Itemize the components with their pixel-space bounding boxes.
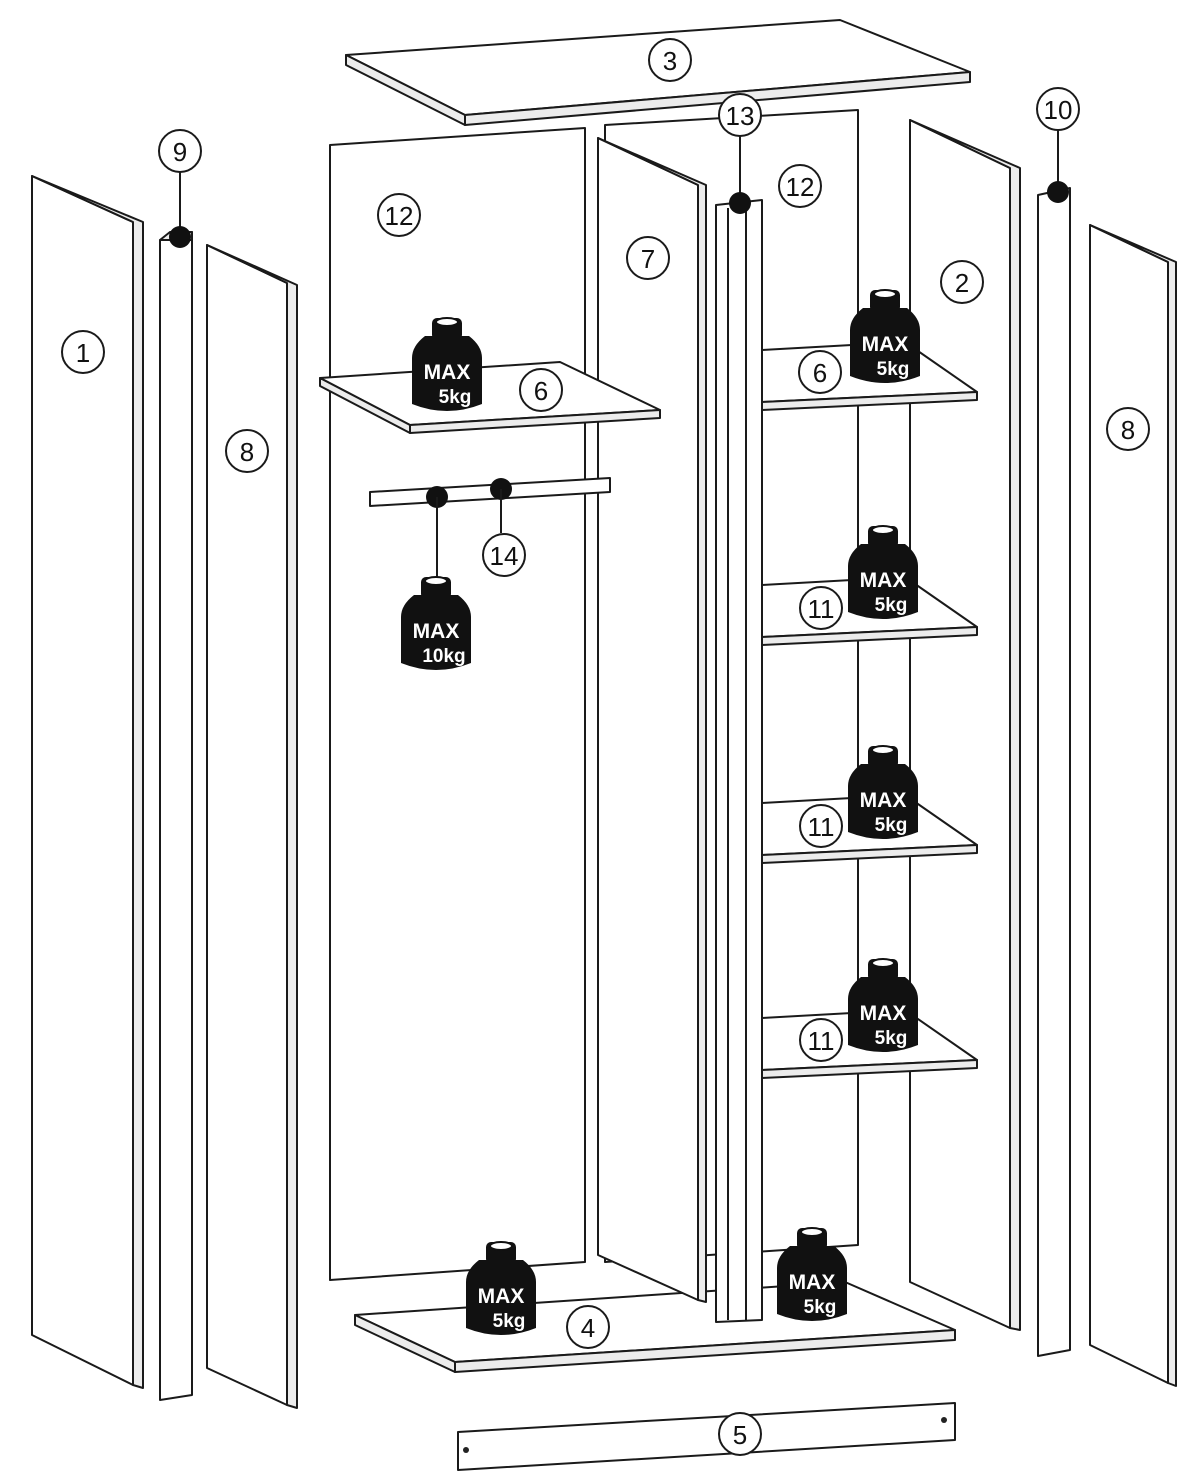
weight-max-label: MAX bbox=[424, 361, 471, 384]
callout-part-5: 5 bbox=[718, 1412, 762, 1456]
callout-label: 14 bbox=[490, 541, 519, 571]
callout-part-12b: 12 bbox=[778, 164, 822, 208]
left-side-panel bbox=[31, 175, 144, 1389]
weight-value-label: 5kg bbox=[804, 1297, 837, 1318]
left-post bbox=[159, 231, 193, 1401]
leader-lines bbox=[169, 130, 1069, 580]
right-side-panel bbox=[909, 119, 1021, 1331]
callout-label: 7 bbox=[641, 244, 655, 274]
callout-label: 12 bbox=[786, 172, 815, 202]
callout-part-8a: 8 bbox=[225, 429, 269, 473]
weight-value-label: 5kg bbox=[875, 1028, 908, 1049]
callout-part-11c: 11 bbox=[799, 1018, 843, 1062]
callout-part-8b: 8 bbox=[1106, 407, 1150, 451]
weight-symbols: MAX5kgMAX10kgMAX5kgMAX5kgMAX5kgMAX5kgMAX… bbox=[401, 289, 920, 1335]
bottom-panel bbox=[354, 1281, 956, 1373]
right-door-panel bbox=[1089, 224, 1177, 1387]
callout-label: 6 bbox=[813, 358, 827, 388]
weight-icon-w-shelf-11-top: MAX 5kg bbox=[848, 525, 918, 619]
callout-part-12a: 12 bbox=[377, 193, 421, 237]
inner-divider-panel bbox=[597, 137, 707, 1303]
weight-max-label: MAX bbox=[789, 1271, 836, 1294]
center-post bbox=[715, 199, 763, 1323]
weight-icon-w-shelf-6-right: MAX 5kg bbox=[850, 289, 920, 383]
weight-value-label: 5kg bbox=[493, 1311, 526, 1332]
weight-icon-w-bottom-right: MAX 5kg bbox=[777, 1227, 847, 1321]
weight-icon-w-rail: MAX 10kg bbox=[401, 576, 471, 670]
weight-max-label: MAX bbox=[860, 569, 907, 592]
weight-max-label: MAX bbox=[860, 1002, 907, 1025]
callout-label: 5 bbox=[733, 1420, 747, 1450]
callout-label: 11 bbox=[808, 812, 835, 842]
callout-label: 4 bbox=[581, 1313, 595, 1343]
callout-label: 8 bbox=[240, 437, 254, 467]
callout-part-6a: 6 bbox=[519, 368, 563, 412]
callout-part-11b: 11 bbox=[799, 804, 843, 848]
weight-max-label: MAX bbox=[478, 1285, 525, 1308]
callout-label: 1 bbox=[76, 338, 90, 368]
callout-label: 2 bbox=[955, 268, 969, 298]
weight-icon-w-shelf-11-low: MAX 5kg bbox=[848, 958, 918, 1052]
left-shelf bbox=[319, 361, 661, 434]
plinth-panel bbox=[457, 1402, 956, 1471]
callout-part-11a: 11 bbox=[799, 586, 843, 630]
back-panel-left bbox=[329, 127, 586, 1281]
weight-value-label: 5kg bbox=[875, 595, 908, 616]
weight-max-label: MAX bbox=[862, 333, 909, 356]
callout-part-3: 3 bbox=[648, 38, 692, 82]
callout-label: 13 bbox=[726, 101, 755, 131]
callout-label: 6 bbox=[534, 376, 548, 406]
callout-part-4: 4 bbox=[566, 1305, 610, 1349]
weight-icon-w-bottom-left: MAX 5kg bbox=[466, 1241, 536, 1335]
callout-label: 12 bbox=[385, 201, 414, 231]
callout-label: 10 bbox=[1044, 95, 1073, 125]
callout-part-7: 7 bbox=[626, 236, 670, 280]
callout-part-6b: 6 bbox=[798, 350, 842, 394]
callout-part-9: 9 bbox=[158, 129, 202, 173]
callout-label: 3 bbox=[663, 46, 677, 76]
weight-max-label: MAX bbox=[860, 789, 907, 812]
weight-max-label: MAX bbox=[413, 620, 460, 643]
callout-label: 9 bbox=[173, 137, 187, 167]
callout-part-14: 14 bbox=[482, 533, 526, 577]
weight-value-label: 5kg bbox=[877, 359, 910, 380]
right-post bbox=[1037, 187, 1071, 1357]
callout-label: 11 bbox=[808, 594, 835, 624]
weight-icon-w-shelf-6-left: MAX 5kg bbox=[412, 317, 482, 411]
weight-value-label: 10kg bbox=[422, 646, 465, 667]
callout-label: 8 bbox=[1121, 415, 1135, 445]
weight-icon-w-shelf-11-mid: MAX 5kg bbox=[848, 745, 918, 839]
callout-part-10: 10 bbox=[1036, 87, 1080, 131]
callout-part-13: 13 bbox=[718, 93, 762, 137]
weight-value-label: 5kg bbox=[439, 387, 472, 408]
callout-part-2: 2 bbox=[940, 260, 984, 304]
callout-part-1: 1 bbox=[61, 330, 105, 374]
weight-value-label: 5kg bbox=[875, 815, 908, 836]
callout-label: 11 bbox=[808, 1026, 835, 1056]
left-door-panel bbox=[206, 244, 298, 1409]
